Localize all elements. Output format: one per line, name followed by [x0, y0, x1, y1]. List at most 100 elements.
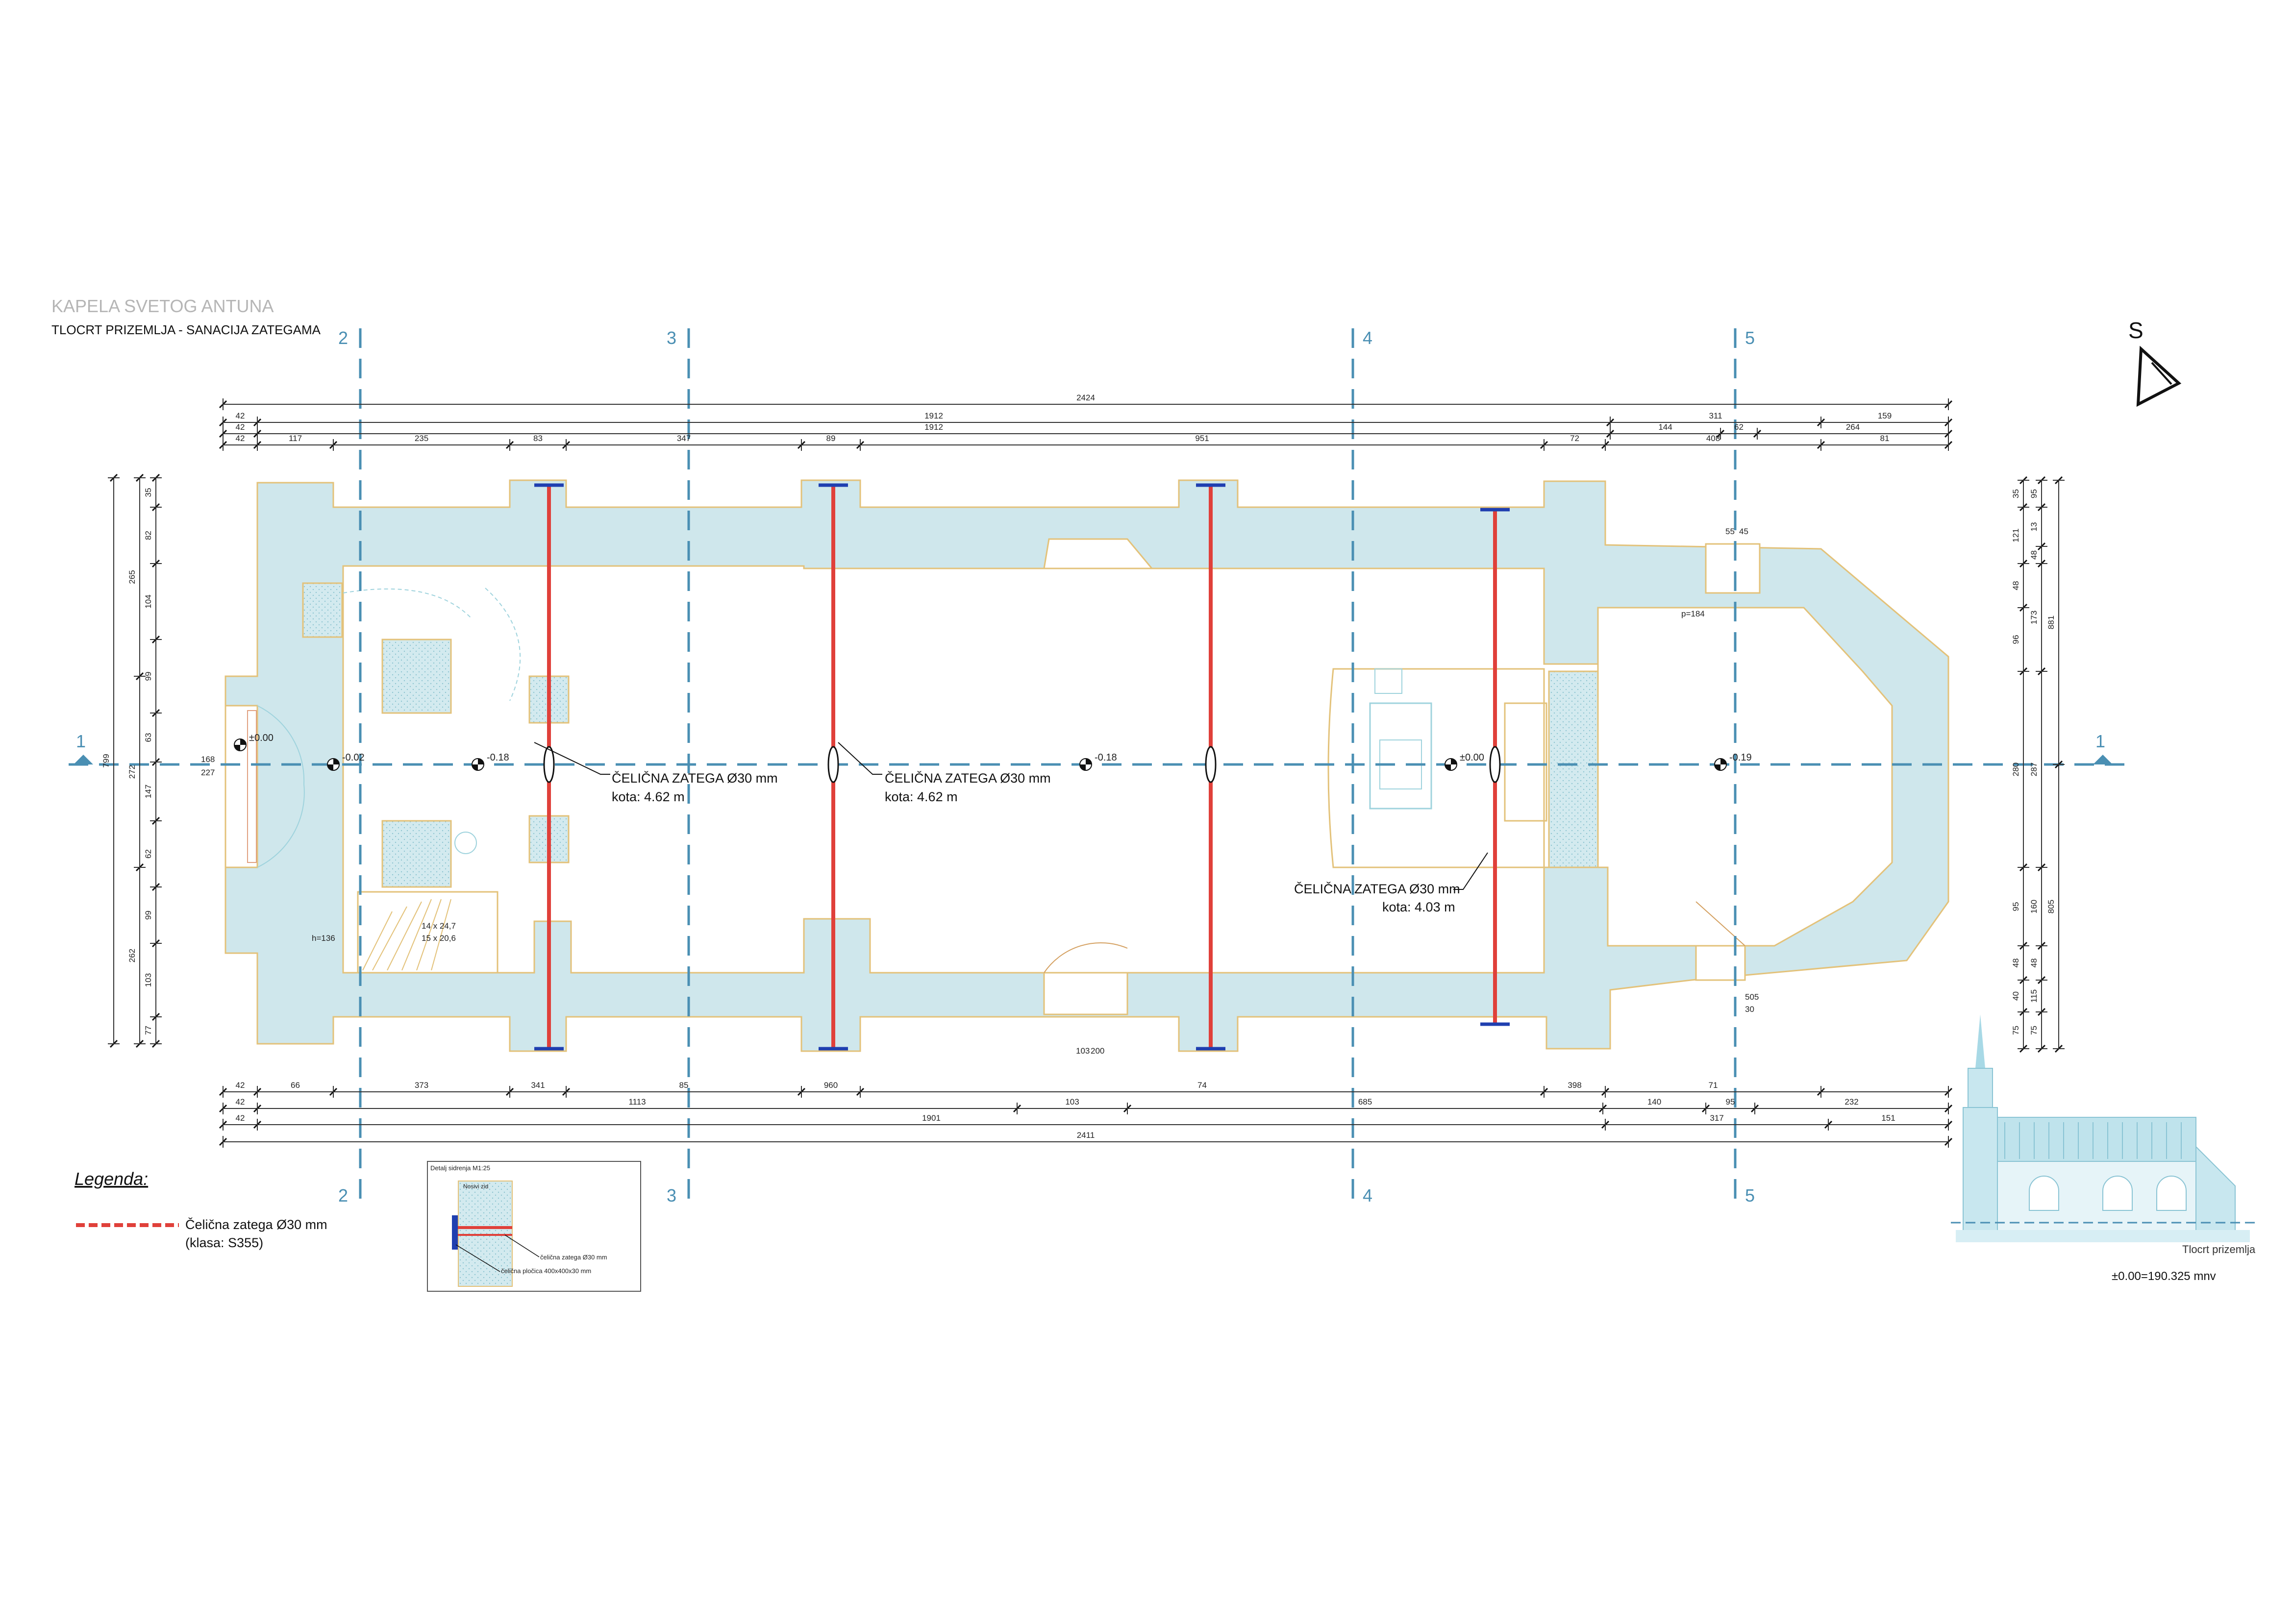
legend-item-class: (klasa: S355): [185, 1235, 263, 1250]
level-marker: -0.18: [1079, 752, 1117, 771]
turnbuckle-icon: [827, 746, 839, 783]
stair: [357, 832, 498, 974]
legend-title: Legenda:: [75, 1169, 148, 1189]
dimension-text: 272: [127, 765, 137, 779]
section-label-right: 1: [2095, 731, 2105, 751]
tie-3: [1196, 483, 1225, 1051]
svg-text:h=136: h=136: [312, 934, 335, 943]
dimension-text: 42: [236, 1113, 245, 1123]
tie-label-1: ČELIČNA ZATEGA Ø30 mm: [612, 770, 778, 786]
dimension-text: 42: [236, 1081, 245, 1090]
tie-label-2: ČELIČNA ZATEGA Ø30 mm: [885, 770, 1051, 786]
axis-top-4: 4: [1363, 328, 1372, 348]
svg-text:14 x 24,7: 14 x 24,7: [422, 921, 456, 931]
drawing-title: TLOCRT PRIZEMLJA - SANACIJA ZATEGAMA: [51, 322, 321, 337]
dimension-text: 75: [2011, 1026, 2020, 1035]
dimension-text: 103: [1065, 1097, 1079, 1107]
svg-text:30: 30: [1745, 1005, 1754, 1014]
south-door: [1043, 972, 1128, 1015]
svg-text:-0.18: -0.18: [487, 752, 509, 763]
svg-text:±0.00: ±0.00: [1460, 752, 1484, 763]
dimension-text: 63: [144, 733, 153, 742]
svg-text:168: 168: [201, 755, 215, 764]
elevation-reference: ±0.00=190.325 mnv: [2112, 1270, 2216, 1283]
dimension-text: 42: [236, 422, 245, 432]
section-label-left: 1: [76, 731, 86, 751]
dimension-text: 805: [2046, 900, 2056, 913]
tie-4: [1480, 508, 1510, 1026]
dimension-text: 373: [415, 1081, 428, 1090]
tie-level-3: kota: 4.03 m: [1382, 900, 1455, 914]
room-notes: 14 x 24,7 15 x 20,6 h=136 p=184 168 227 …: [201, 527, 1759, 1056]
dimension-text: 147: [144, 785, 153, 798]
dimension-text: 96: [2011, 635, 2020, 644]
detail-tie-label: čelična zatega Ø30 mm: [540, 1254, 607, 1261]
dimension-text: 151: [1881, 1113, 1895, 1123]
dimension-text: 81: [1880, 434, 1890, 443]
axis-bottom-3: 3: [667, 1185, 676, 1206]
axis-bottom-2: 2: [338, 1185, 348, 1206]
dimension-text: 13: [2029, 522, 2039, 532]
dimension-text: 104: [144, 594, 153, 608]
dimension-text: 95: [1726, 1097, 1735, 1107]
dimension-text: 159: [1878, 411, 1892, 420]
dimension-text: 951: [1195, 434, 1209, 443]
svg-text:15 x 20,6: 15 x 20,6: [422, 934, 456, 943]
dimension-text: 48: [2011, 581, 2020, 591]
legend-item: Čelična zatega Ø30 mm: [185, 1217, 327, 1232]
dimension-text: 264: [1846, 422, 1860, 432]
dimension-text: 140: [1647, 1097, 1661, 1107]
dimension-text: 77: [144, 1026, 153, 1035]
dimension-text: 35: [2011, 489, 2020, 498]
dimension-text: 62: [144, 849, 153, 859]
dimension-text: 960: [824, 1081, 838, 1090]
dimension-text: 262: [127, 949, 137, 962]
dimension-text: 1113: [628, 1097, 646, 1107]
level-marker: -0.02: [327, 752, 365, 771]
dimension-text: 99: [144, 910, 153, 920]
dimension-text: 35: [144, 488, 153, 497]
pillar-south: [381, 820, 452, 888]
project-title: KAPELA SVETOG ANTUNA: [51, 296, 274, 316]
dimension-text: 71: [1709, 1081, 1718, 1090]
svg-text:45: 45: [1739, 527, 1748, 536]
level-marker: -0.19: [1714, 752, 1752, 771]
dimension-text: 103: [144, 973, 153, 987]
dimension-text: 881: [2046, 615, 2056, 629]
svg-text:55: 55: [1725, 527, 1735, 536]
turnbuckle-icon: [1205, 746, 1217, 783]
dimension-text: 85: [679, 1081, 689, 1090]
dimension-text: 160: [2029, 900, 2039, 913]
dimension-text: 75: [2029, 1026, 2039, 1035]
axis-top-2: 2: [338, 328, 348, 348]
steel-ties: ČELIČNA ZATEGA Ø30 mm kota: 4.62 m ČELIČ…: [534, 483, 1510, 1051]
tie-level-2: kota: 4.62 m: [885, 789, 958, 804]
dimension-text: 1912: [924, 422, 943, 432]
svg-text:227: 227: [201, 768, 215, 777]
dimension-text: 317: [1710, 1113, 1723, 1123]
tie-label-3: ČELIČNA ZATEGA Ø30 mm: [1294, 881, 1460, 896]
dimension-text: 173: [2029, 611, 2039, 624]
nave-floor: [342, 565, 1599, 974]
dimension-text: 398: [1568, 1081, 1581, 1090]
svg-text:200: 200: [1091, 1046, 1104, 1056]
dimension-text: 347: [677, 434, 691, 443]
dimension-text: 1901: [922, 1113, 941, 1123]
svg-text:-0.02: -0.02: [342, 752, 365, 763]
dimension-text: 42: [236, 434, 245, 443]
north-niche: [1043, 538, 1154, 569]
north-arrow-icon: S: [2128, 318, 2182, 407]
dimension-text: 72: [1570, 434, 1579, 443]
dimension-text: 48: [2029, 959, 2039, 968]
dimension-text: 83: [533, 434, 543, 443]
dimension-text: 280: [2011, 763, 2020, 776]
dimension-text: 95: [2029, 489, 2039, 498]
legend: Legenda: Čelična zatega Ø30 mm (klasa: S…: [75, 1169, 327, 1250]
level-markers: ±0.00 -0.02 -0.18 -0.18 ±0.00 -0.19: [234, 733, 1752, 771]
dimension-text: 62: [1734, 422, 1744, 432]
dimension-text: 287: [2029, 763, 2039, 776]
dimension-text: 42: [236, 411, 245, 420]
tie-level-1: kota: 4.62 m: [612, 789, 685, 804]
grid-axes: 2 3 4 5 2 3 4 5: [338, 328, 1755, 1206]
